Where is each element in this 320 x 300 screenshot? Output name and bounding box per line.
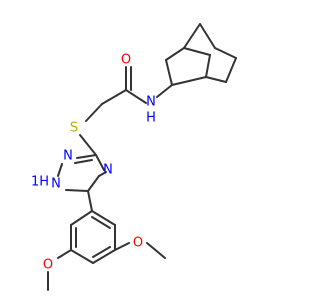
bond xyxy=(57,163,63,177)
o-methoxy-left-label: O xyxy=(43,258,53,273)
bond xyxy=(225,57,237,83)
bond xyxy=(183,23,201,49)
bond xyxy=(183,47,211,56)
bond xyxy=(165,47,185,61)
atom-labels: O N H S N N 1H N O O xyxy=(31,53,156,273)
n-ring-right-label: N xyxy=(103,163,113,178)
bond xyxy=(92,246,111,258)
bond xyxy=(91,210,116,226)
bond xyxy=(87,175,100,192)
bond xyxy=(79,134,97,156)
bond xyxy=(65,189,89,192)
bond xyxy=(92,249,116,264)
molecule-diagram: O N H S N N 1H N O O xyxy=(30,23,237,291)
s-thioether-label: S xyxy=(70,121,78,136)
bond xyxy=(171,76,207,86)
bond xyxy=(70,210,93,226)
bond xyxy=(85,103,103,122)
bond xyxy=(70,249,94,264)
bond xyxy=(76,154,97,159)
o-carbonyl-label: O xyxy=(121,53,131,68)
bond xyxy=(156,84,173,98)
bond xyxy=(205,76,227,83)
n-amide-label: N xyxy=(146,95,156,110)
bond xyxy=(101,89,127,105)
bond xyxy=(146,242,166,259)
n-ring-nh-label: N xyxy=(51,177,61,192)
bond xyxy=(165,59,173,86)
bond xyxy=(214,47,237,59)
bonds xyxy=(47,23,237,291)
bond xyxy=(74,159,93,164)
bond xyxy=(125,89,147,104)
bond xyxy=(95,154,105,171)
bond xyxy=(114,242,130,251)
n-ring-top-left-label: N xyxy=(63,149,73,164)
h-ring-label: 1H xyxy=(31,175,49,190)
bond xyxy=(199,23,216,49)
bond xyxy=(205,54,211,78)
bond xyxy=(91,216,111,229)
bond xyxy=(57,249,72,259)
bond xyxy=(87,190,93,212)
o-methoxy-right-label: O xyxy=(133,236,143,251)
structure-svg: O N H S N N 1H N O O xyxy=(31,23,237,291)
bond xyxy=(98,171,107,177)
h-amide-label: H xyxy=(146,111,156,126)
